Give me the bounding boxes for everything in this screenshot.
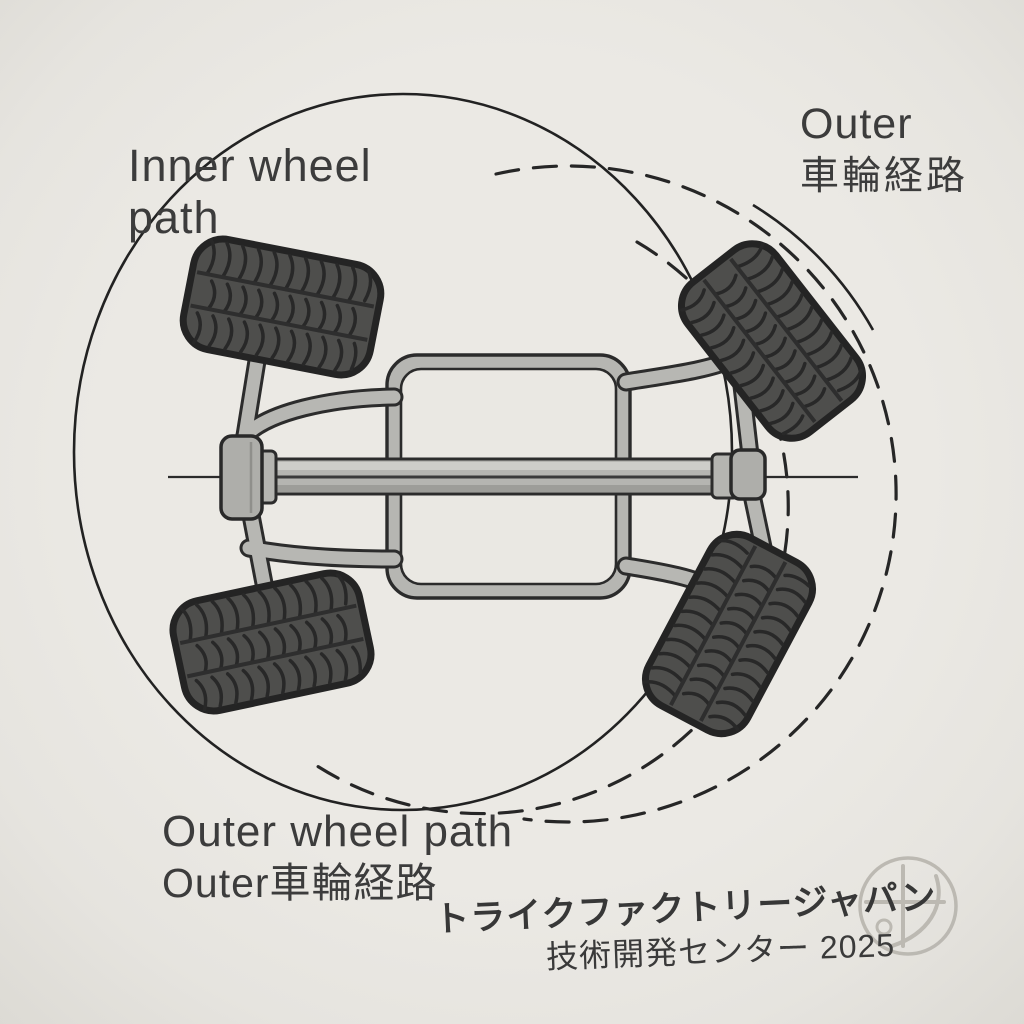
tire-rear-left bbox=[167, 567, 376, 716]
outer-wheel-path-label-top-line1: Outer bbox=[800, 100, 913, 148]
hub-left bbox=[219, 434, 264, 521]
front-axle bbox=[219, 434, 767, 521]
hub-right bbox=[729, 448, 767, 501]
inner-wheel-path-arc-fragment bbox=[752, 203, 875, 331]
circular-maker-stamp-icon bbox=[858, 856, 958, 956]
outer-wheel-path-label-top: Outer 車輪経路 bbox=[800, 100, 968, 199]
inner-wheel-path-label-line2: path bbox=[128, 192, 220, 244]
outer-wheel-path-label-bottom: Outer wheel path Outer車輪経路 bbox=[162, 806, 513, 908]
tire-front-right bbox=[669, 232, 874, 451]
outer-wheel-path-label-bottom-line1: Outer wheel path bbox=[162, 807, 514, 856]
outer-wheel-path-label-top-line2: 車輪経路 bbox=[800, 154, 969, 198]
tire-rear-right bbox=[635, 524, 823, 744]
inner-wheel-path-label-line1: Inner wheel bbox=[128, 140, 372, 191]
inner-wheel-path-label: Inner wheel path bbox=[128, 140, 372, 244]
outer-wheel-path-label-bottom-line2: Outer車輪経路 bbox=[162, 860, 438, 907]
outer-wheel-path-dashed-b bbox=[494, 164, 898, 824]
tire-front-left bbox=[178, 234, 386, 380]
